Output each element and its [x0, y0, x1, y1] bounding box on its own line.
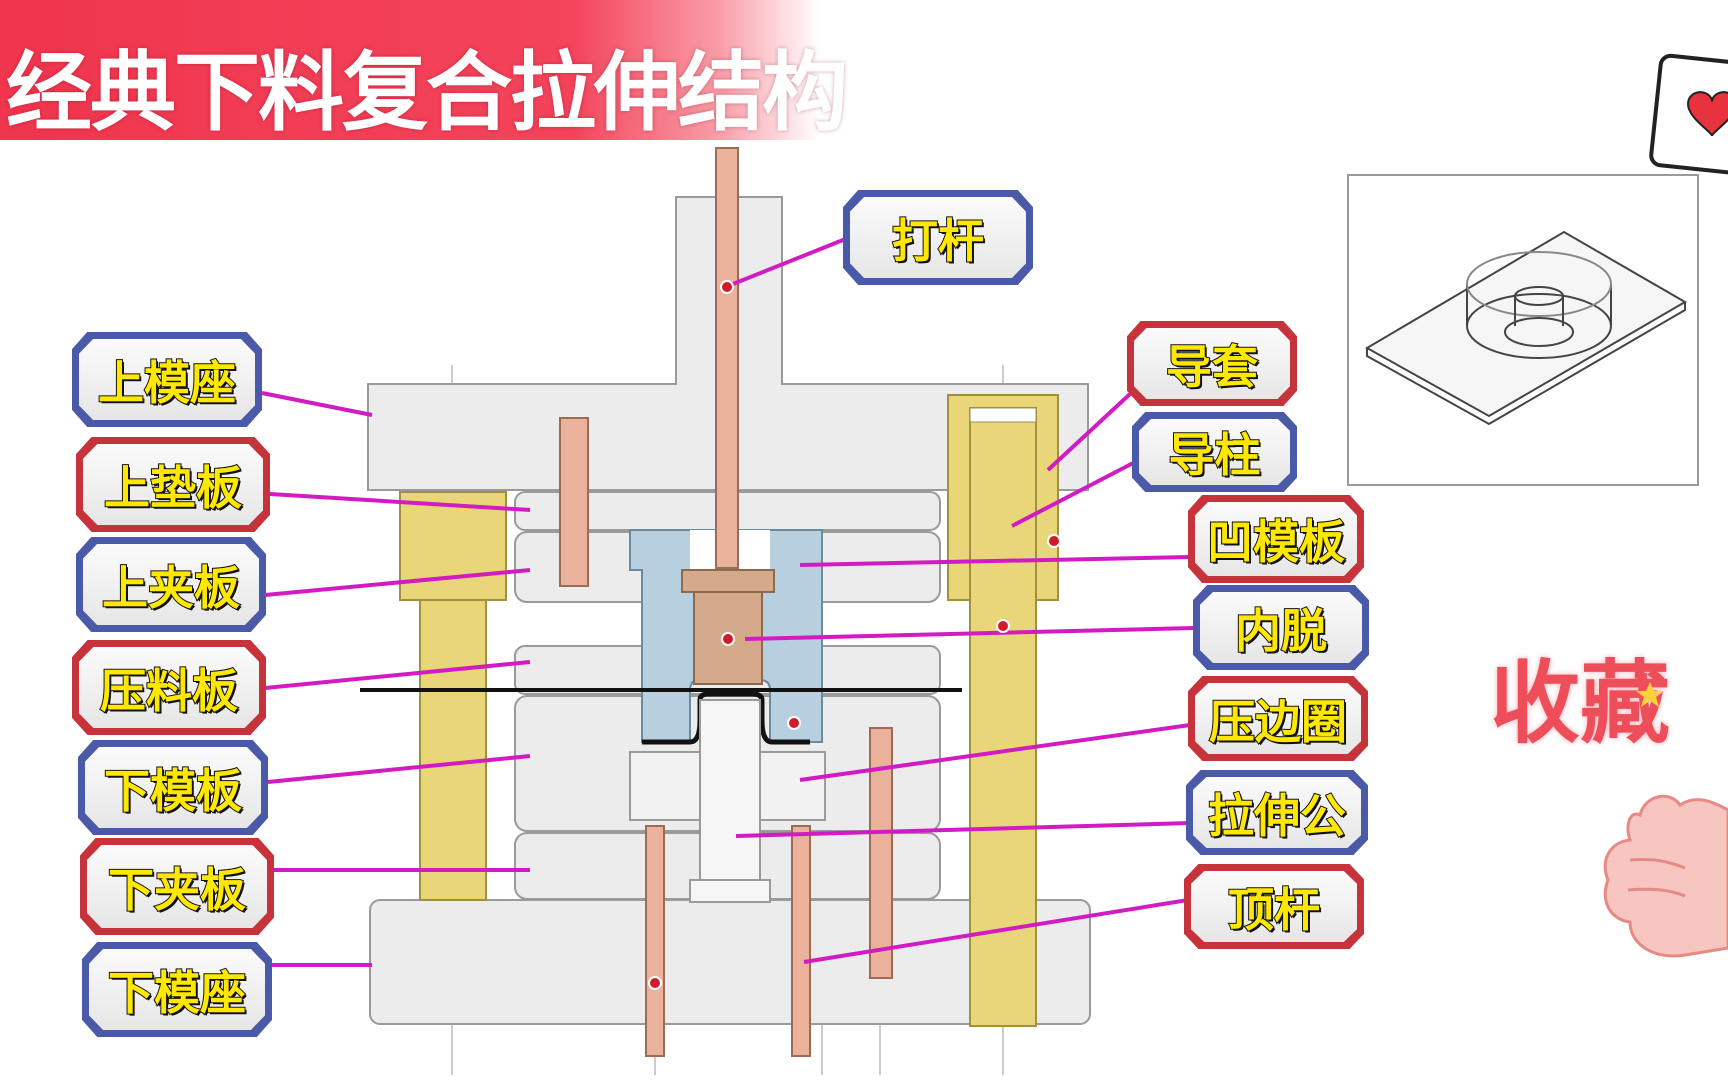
label-inner-ejector: 内脱: [1193, 585, 1369, 670]
isometric-part-view: [1347, 174, 1699, 486]
drawing-punch-shape: [699, 699, 761, 901]
label-upper-clamp-plate: 上夹板: [76, 537, 266, 632]
drawn-cup: [642, 691, 810, 745]
marker-dots: [648, 280, 1061, 990]
label-blank-holder: 压边圈: [1188, 676, 1368, 761]
label-upper-die-seat: 上模座: [72, 332, 262, 427]
ejector-pin-right-shape: [791, 825, 811, 1057]
ejector-pin-left-shape: [645, 825, 665, 1057]
label-stripper-plate: 压料板: [72, 640, 266, 735]
right-guide-post-shape: [969, 407, 1037, 1027]
label-guide-post: 导柱: [1132, 412, 1297, 492]
heart-card-icon[interactable]: [1648, 52, 1728, 182]
label-lower-die-plate: 下模板: [78, 740, 268, 835]
star-icon: [1636, 682, 1664, 707]
favorite-text: 收藏: [1489, 650, 1672, 758]
title-banner: 经典下料复合拉伸结构: [0, 0, 848, 143]
page-title: 经典下料复合拉伸结构: [6, 43, 848, 143]
label-die-plate: 凹模板: [1188, 495, 1364, 583]
label-lower-clamp-plate: 下夹板: [80, 838, 274, 935]
left-guide-post-shape: [419, 599, 487, 901]
knockout-rod-shape: [715, 147, 739, 569]
label-lower-die-seat: 下模座: [82, 942, 272, 1037]
drawn-part-illustration: [1364, 230, 1687, 426]
leader-lines: [261, 236, 1195, 967]
label-ejector-pin: 顶杆: [1184, 864, 1364, 949]
label-guide-bushing: 导套: [1127, 321, 1297, 406]
thumbs-up-icon[interactable]: [1600, 750, 1728, 980]
label-upper-backing-plate: 上垫板: [76, 437, 270, 532]
label-knockout-rod: 打杆: [843, 190, 1033, 285]
label-drawing-punch: 拉伸公: [1186, 770, 1368, 855]
